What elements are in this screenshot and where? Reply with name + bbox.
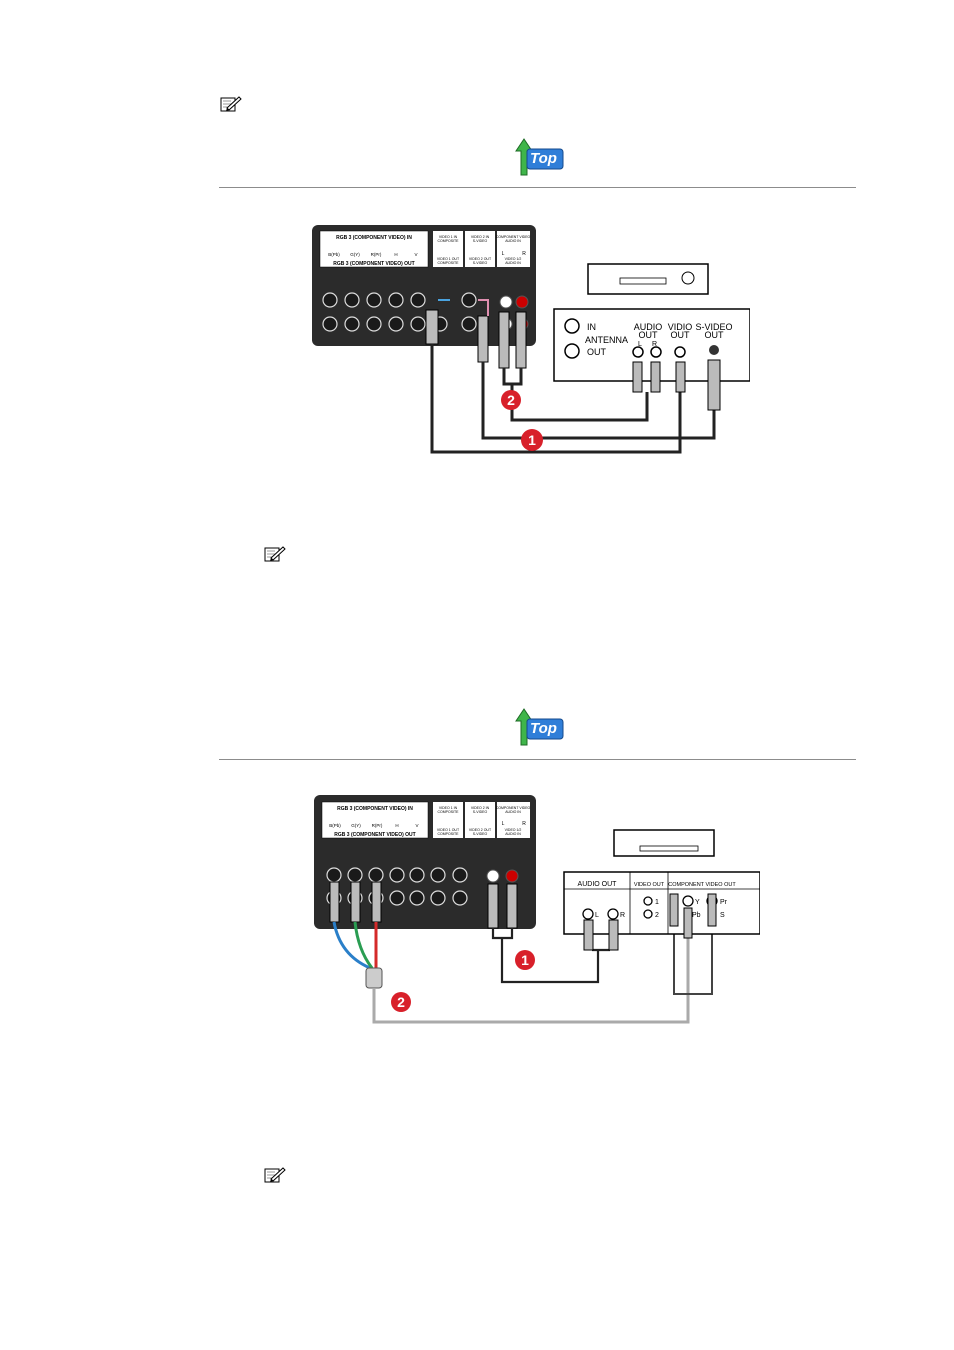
video1-out-label: VIDEO 1 OUT — [437, 257, 460, 261]
rgb-v-label: V — [414, 252, 417, 257]
divider — [219, 187, 856, 188]
video12-audio-label: VIDEO 1/2 — [505, 828, 522, 832]
top-arrow-icon — [515, 708, 564, 746]
video2-in-sub: S-VIDEO — [473, 810, 488, 814]
dvd-comp-pr: Pr — [720, 899, 728, 906]
step-badge-1 — [515, 950, 535, 970]
dvd-audio-r: R — [620, 912, 625, 919]
vcr-audio-out-label: AUDIO — [634, 322, 663, 332]
video2-in-label: VIDEO 2 IN — [471, 806, 490, 810]
vcr-svideo-out-label2: OUT — [705, 330, 725, 340]
dvd-video-1: 1 — [655, 899, 659, 906]
dvd-component-out-label: COMPONENT VIDEO OUT — [668, 882, 736, 888]
video1-in-label: VIDEO 1 IN — [439, 806, 458, 810]
top-link-label: Top — [530, 720, 557, 737]
vcr-out-label: OUT — [587, 347, 607, 357]
audio-r-label: R — [522, 821, 526, 827]
video12-audio-sub: AUDIO IN — [505, 832, 521, 836]
step-badge-2-label: 2 — [507, 392, 515, 408]
vcr-video-out-label2: OUT — [671, 330, 691, 340]
dvd-comp-pb: Pb — [692, 912, 701, 919]
dvd-comp-y: Y — [695, 899, 700, 906]
dvd-connection-diagram: RGB 3 (COMPONENT VIDEO) IN RGB 3 (COMPON… — [314, 795, 760, 1024]
video1-in-sub: COMPOSITE — [437, 239, 459, 243]
note-icon — [264, 546, 286, 562]
audio-r-label: R — [522, 251, 526, 257]
rgb-r-label: R(Pr) — [371, 252, 382, 257]
video2-out-sub: S-VIDEO — [473, 832, 488, 836]
rgb-in-label: RGB 3 (COMPONENT VIDEO) IN — [336, 235, 412, 241]
rgb-h-label: H — [394, 252, 397, 257]
step-badge-1-label: 1 — [521, 952, 529, 968]
divider — [219, 759, 856, 760]
dvd-audio-out-label: AUDIO OUT — [578, 881, 618, 888]
audio-l-label: L — [502, 251, 505, 257]
dvd-video-out-label: VIDEO OUT — [634, 882, 665, 888]
step-badge-2 — [501, 390, 521, 410]
video1-out-sub: COMPOSITE — [437, 261, 459, 265]
rgb-out-label: RGB 3 (COMPONENT VIDEO) OUT — [333, 261, 414, 267]
video1-out-label: VIDEO 1 OUT — [437, 828, 460, 832]
note-icon — [220, 96, 242, 112]
top-link-label: Top — [530, 150, 557, 167]
video2-out-sub: S-VIDEO — [473, 261, 488, 265]
vcr-video-out-label: VIDIO — [668, 322, 693, 332]
vcr-audio-out-label2: OUT — [639, 330, 659, 340]
video2-in-label: VIDEO 2 IN — [471, 235, 490, 239]
video2-out-label: VIDEO 2 OUT — [469, 257, 492, 261]
dvd-audio-l: L — [595, 912, 599, 919]
vcr-in-label: IN — [587, 322, 596, 332]
rgb-r-label: R(Pr) — [372, 823, 383, 828]
rgb-in-label: RGB 3 (COMPONENT VIDEO) IN — [337, 806, 413, 812]
vcr-audio-l: L — [638, 341, 642, 348]
vcr-connection-diagram: RGB 3 (COMPONENT VIDEO) IN RGB 3 (COMPON… — [312, 225, 750, 454]
rgb-b-label: B(Pb) — [328, 252, 340, 257]
top-arrow-icon — [515, 138, 564, 176]
comp-audio-sub: AUDIO IN — [505, 810, 521, 814]
step-badge-1-label: 1 — [528, 432, 536, 448]
top-link[interactable]: Top — [514, 137, 566, 177]
vcr-antenna-label: ANTENNA — [585, 335, 628, 345]
vcr-svideo-out-label: S-VIDEO — [695, 322, 732, 332]
rgb-b-label: B(Pb) — [329, 823, 341, 828]
step-badge-1 — [521, 429, 543, 451]
dvd-video-2: 2 — [655, 912, 659, 919]
rgb-h-label: H — [395, 823, 398, 828]
video1-in-label: VIDEO 1 IN — [439, 235, 458, 239]
video2-out-label: VIDEO 2 OUT — [469, 828, 492, 832]
rgb-g-label: G(Y) — [351, 823, 361, 828]
comp-audio-label: COMPONENT VIDEO — [496, 235, 531, 239]
step-badge-2-label: 2 — [397, 994, 405, 1010]
video1-out-sub: COMPOSITE — [437, 832, 459, 836]
dvd-comp-s: S — [720, 912, 725, 919]
rgb-v-label: V — [415, 823, 418, 828]
audio-l-label: L — [502, 821, 505, 827]
step-badge-2 — [391, 992, 411, 1012]
video12-audio-sub: AUDIO IN — [505, 261, 521, 265]
dvd-device — [613, 829, 715, 857]
comp-audio-sub: AUDIO IN — [505, 239, 521, 243]
video2-in-sub: S-VIDEO — [473, 239, 488, 243]
note-icon — [264, 1167, 286, 1183]
rgb-g-label: G(Y) — [350, 252, 360, 257]
vcr-audio-r: R — [652, 341, 657, 348]
top-link[interactable]: Top — [514, 707, 566, 747]
video12-audio-label: VIDEO 1/2 — [505, 257, 522, 261]
video1-in-sub: COMPOSITE — [437, 810, 459, 814]
comp-audio-label: COMPONENT VIDEO — [496, 806, 531, 810]
rgb-out-label: RGB 3 (COMPONENT VIDEO) OUT — [334, 832, 415, 838]
dvd-rear-panel — [563, 871, 760, 935]
